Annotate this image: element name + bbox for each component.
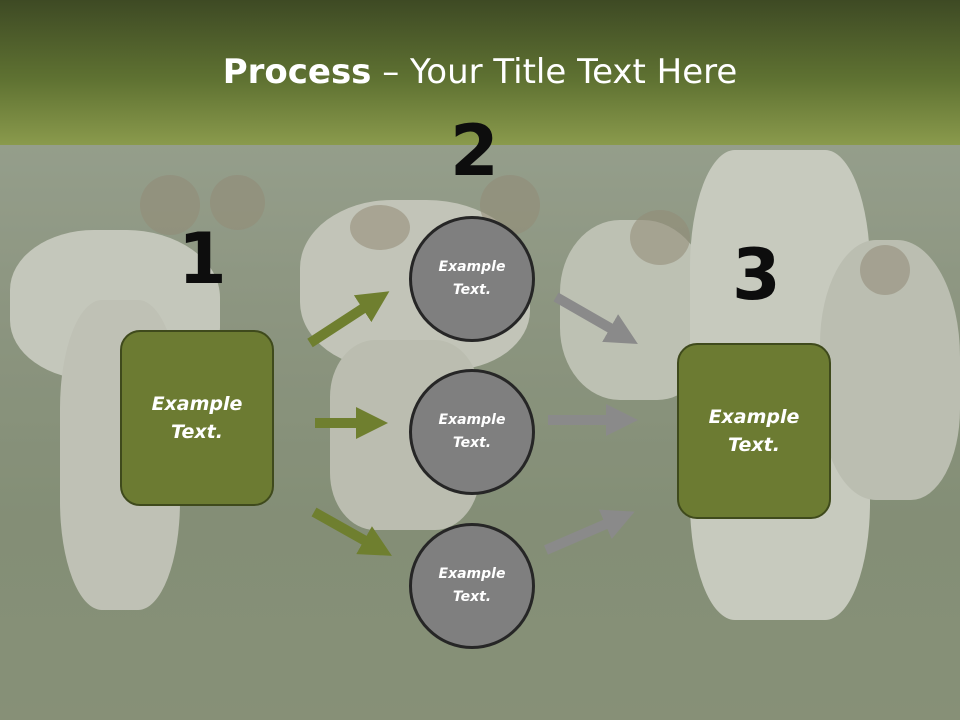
step-number-1: 1 <box>178 218 227 300</box>
gray-arrow-down <box>553 292 638 344</box>
title-rest: – Your Title Text Here <box>371 52 738 92</box>
title-banner <box>0 0 960 145</box>
step-circle-bottom: Example Text. <box>409 523 535 649</box>
slide-title: Process – Your Title Text Here <box>0 52 960 92</box>
green-arrow-down <box>311 507 392 556</box>
gray-arrow-up <box>544 509 635 555</box>
step-number-2: 2 <box>450 110 499 192</box>
green-arrow-up <box>307 291 390 348</box>
right-step-box: Example Text. <box>677 343 831 519</box>
title-bold: Process <box>222 52 372 92</box>
step-circle-middle: Example Text. <box>409 369 535 495</box>
step-circle-top: Example Text. <box>409 216 535 342</box>
step-number-3: 3 <box>732 234 781 316</box>
left-step-box: Example Text. <box>120 330 274 506</box>
